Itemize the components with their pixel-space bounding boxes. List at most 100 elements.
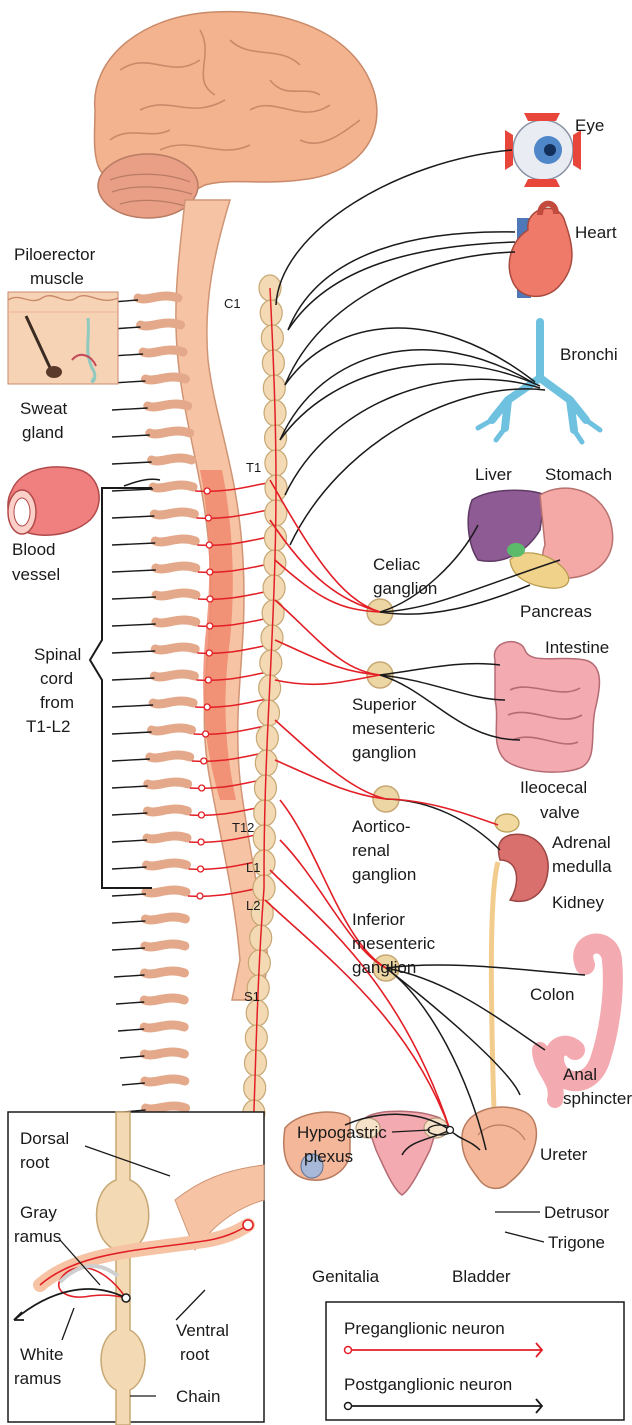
- spinal-nerve-25: [112, 944, 185, 950]
- label-gland: gland: [22, 423, 64, 442]
- skin-section: [8, 292, 118, 384]
- label-ileocecal: Ileocecal: [520, 778, 587, 797]
- label-inferior: Inferior: [352, 910, 405, 929]
- inset-label-root: root: [20, 1153, 50, 1172]
- legend: Preganglionic neuron Postganglionic neur…: [326, 1302, 624, 1420]
- label-liver: Liver: [475, 465, 512, 484]
- label-sphincter: sphincter: [563, 1089, 632, 1108]
- spinal-nerve-12: [112, 591, 270, 602]
- spinal-nerve-14: [112, 645, 269, 656]
- spinal-nerve-18: [112, 753, 264, 764]
- spinal-nerve-24: [112, 917, 185, 923]
- spinal-nerve-7: [112, 458, 192, 464]
- spinal-nerve-16: [112, 699, 267, 710]
- label-cord: cord: [40, 669, 73, 688]
- label-valve: valve: [540, 803, 580, 822]
- inset-diagram: Dorsal root Gray ramus White ramus Ventr…: [8, 1112, 264, 1425]
- label-colon: Colon: [530, 985, 574, 1004]
- spinal-nerve-13: [112, 618, 270, 629]
- label-blood: Blood: [12, 540, 55, 559]
- label-medulla: medulla: [552, 857, 612, 876]
- label-renal: renal: [352, 841, 390, 860]
- label-celiac: Celiac: [373, 555, 421, 574]
- inset-label-white: White: [20, 1345, 63, 1364]
- label-celiac-ganglion: ganglion: [373, 579, 437, 598]
- spinal-nerve-1: [112, 296, 178, 302]
- inset-label-white-ramus: ramus: [14, 1369, 61, 1388]
- segment-c1: C1: [224, 296, 241, 311]
- label-adrenal: Adrenal: [552, 833, 611, 852]
- legend-postganglionic-label: Postganglionic neuron: [344, 1375, 512, 1394]
- spinal-nerve-17: [112, 726, 266, 737]
- segment-l2: L2: [246, 898, 260, 913]
- spinal-nerve-4: [112, 377, 185, 383]
- hypogastric-node: [447, 1127, 454, 1134]
- bronchi: [478, 322, 600, 442]
- label-muscle: muscle: [30, 269, 84, 288]
- label-plexus: plexus: [304, 1147, 353, 1166]
- label-trigone: Trigone: [548, 1233, 605, 1252]
- label-sweat: Sweat: [20, 399, 68, 418]
- label-t1-l2: T1-L2: [26, 717, 70, 736]
- blood-vessel: [8, 467, 99, 535]
- spinal-nerve-26: [114, 971, 184, 977]
- spinal-nerve-9: [112, 510, 268, 521]
- label-hypogastric: Hypogastric: [297, 1123, 387, 1142]
- label-kidney: Kidney: [552, 893, 604, 912]
- spinal-nerve-29: [120, 1052, 184, 1058]
- segment-t12: T12: [232, 820, 254, 835]
- label-pancreas: Pancreas: [520, 602, 592, 621]
- spinal-cord: [176, 200, 268, 1000]
- label-bronchi: Bronchi: [560, 345, 618, 364]
- inset-label-chain: Chain: [176, 1387, 220, 1406]
- intestine: [494, 642, 599, 772]
- eye: [505, 113, 581, 187]
- label-eye: Eye: [575, 116, 604, 135]
- label-inf-ganglion: ganglion: [352, 958, 416, 977]
- label-aortico-ganglion: ganglion: [352, 865, 416, 884]
- label-stomach: Stomach: [545, 465, 612, 484]
- spinal-nerve-6: [112, 431, 190, 437]
- label-anal: Anal: [563, 1065, 597, 1084]
- inset-label-dorsal: Dorsal: [20, 1129, 69, 1148]
- spinal-nerve-30: [122, 1079, 185, 1085]
- legend-preganglionic-label: Preganglionic neuron: [344, 1319, 505, 1338]
- label-from: from: [40, 693, 74, 712]
- spinal-cord-brace: [90, 488, 152, 888]
- spinal-nerve-28: [118, 1025, 184, 1031]
- bladder-leader-lines: [495, 1212, 544, 1242]
- liver-stomach-pancreas: [468, 488, 612, 588]
- label-superior: Superior: [352, 695, 417, 714]
- inset-label-ventral-root: root: [180, 1345, 210, 1364]
- label-heart: Heart: [575, 223, 617, 242]
- spinal-nerve-11: [112, 564, 270, 575]
- segment-s1: S1: [244, 989, 260, 1004]
- inset-label-ventral: Ventral: [176, 1321, 229, 1340]
- heart: [509, 204, 572, 298]
- spinal-nerve-2: [112, 323, 181, 329]
- segment-l1: L1: [246, 860, 260, 875]
- brain: [94, 12, 376, 218]
- label-detrusor: Detrusor: [544, 1203, 610, 1222]
- label-bladder: Bladder: [452, 1267, 511, 1286]
- label-sup-ganglion: ganglion: [352, 743, 416, 762]
- label-aortico: Aortico-: [352, 817, 411, 836]
- label-intestine: Intestine: [545, 638, 609, 657]
- spinal-nerve-5: [112, 404, 188, 410]
- segment-t1: T1: [246, 460, 261, 475]
- spinal-nerve-27: [116, 998, 184, 1004]
- inset-label-gray-ramus: ramus: [14, 1227, 61, 1246]
- spinal-nerve-10: [112, 537, 269, 548]
- label-mesenteric: mesenteric: [352, 719, 436, 738]
- label-inf-mesenteric: mesenteric: [352, 934, 436, 953]
- bladder: [462, 1107, 537, 1188]
- spinal-nerve-3: [112, 350, 183, 356]
- label-spinal: Spinal: [34, 645, 81, 664]
- label-genitalia: Genitalia: [312, 1267, 380, 1286]
- inset-label-gray: Gray: [20, 1203, 57, 1222]
- label-piloerector: Piloerector: [14, 245, 96, 264]
- label-ureter: Ureter: [540, 1145, 588, 1164]
- spinal-nerve-15: [112, 672, 268, 683]
- spinal-nerve-31: [124, 1106, 186, 1112]
